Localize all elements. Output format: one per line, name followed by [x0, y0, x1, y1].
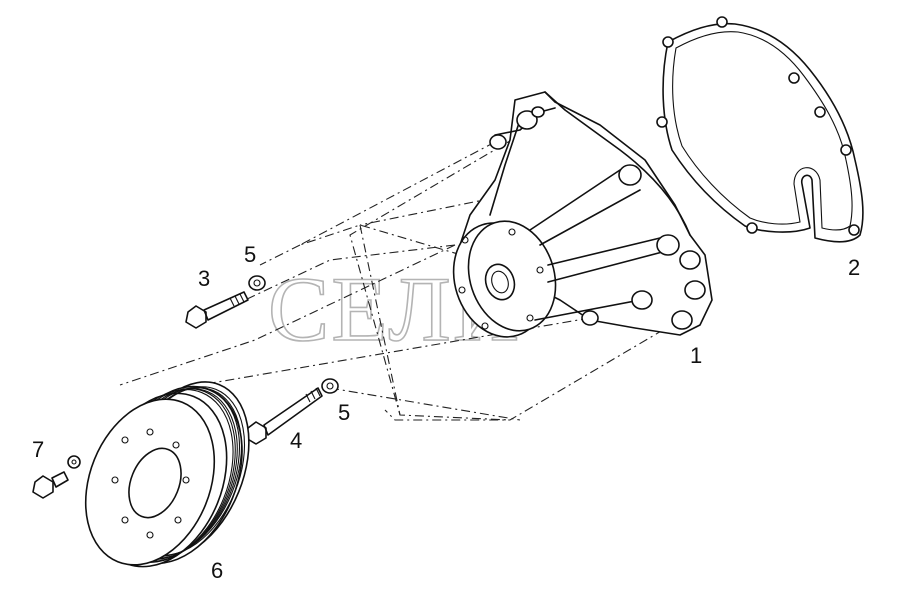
callout-2: 2 [848, 255, 860, 280]
bolt-short [185, 291, 249, 329]
gasket-bolt-holes [656, 16, 860, 236]
callout-1: 1 [690, 343, 702, 368]
callout-7: 7 [32, 437, 44, 462]
washer-lower [321, 378, 339, 394]
housing-mounting-bosses [489, 106, 706, 330]
washer-upper [248, 275, 266, 291]
callout-5-upper: 5 [244, 242, 256, 267]
callout-3: 3 [198, 266, 210, 291]
pulley-bolt-holes [111, 428, 190, 539]
bolt-pulley [32, 471, 69, 499]
washer-pulley [67, 455, 81, 469]
pulley [84, 381, 250, 568]
bolt-long [245, 387, 323, 445]
gasket [656, 16, 864, 243]
callout-6: 6 [211, 558, 223, 583]
pump-housing [452, 91, 713, 338]
hub-bolt-holes [458, 228, 544, 330]
callout-4: 4 [290, 428, 302, 453]
callout-5-lower: 5 [338, 400, 350, 425]
callout-labels: 1 2 3 4 5 5 6 7 [32, 242, 860, 583]
